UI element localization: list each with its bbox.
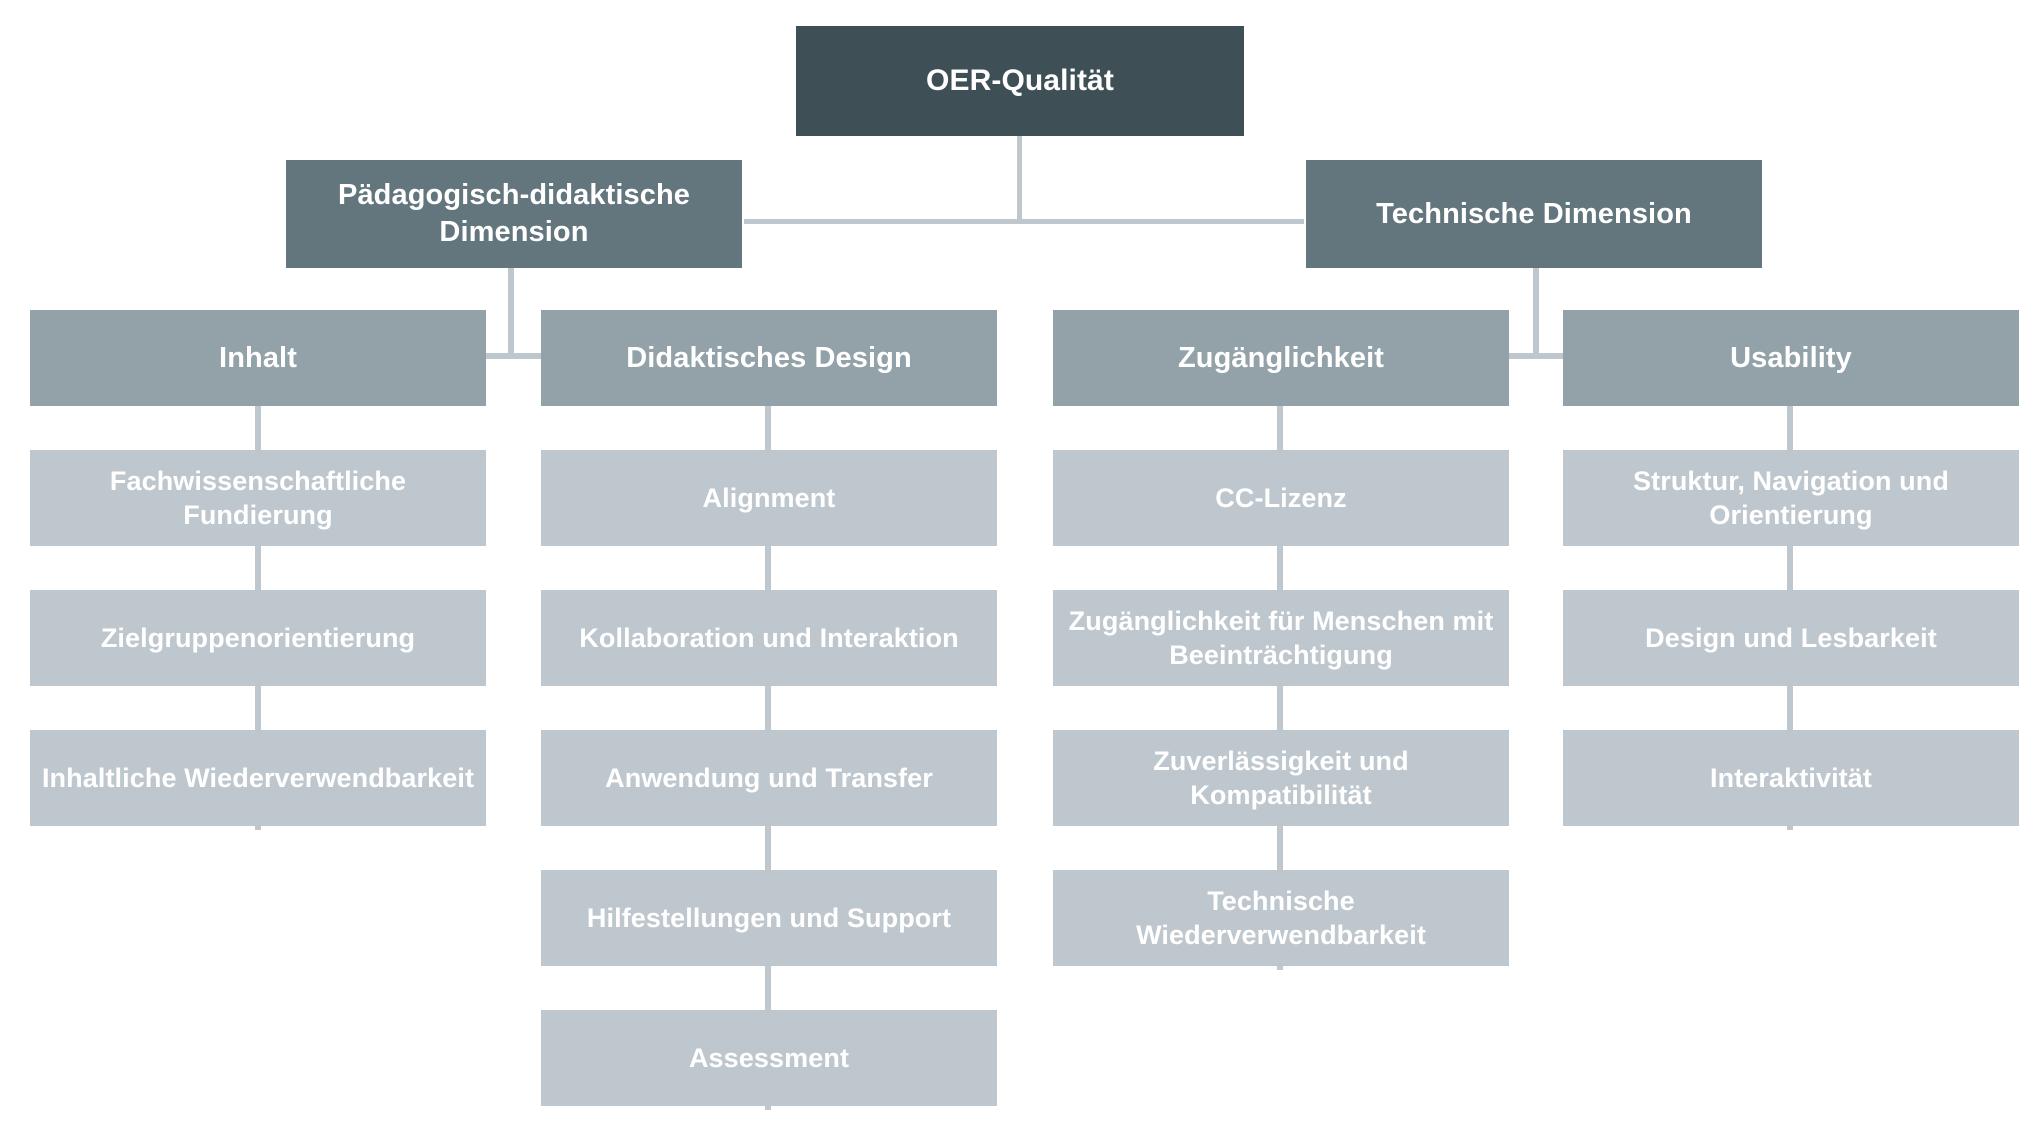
node-technische-dimension[interactable]: Technische Dimension [1306,160,1762,268]
node-label: Zugänglichkeit [1177,341,1385,374]
node-anwendung-und-transfer[interactable]: Anwendung und Transfer [541,730,997,826]
node-label: CC-Lizenz [1215,482,1347,513]
connector-cat-bar-left [258,353,770,359]
node-label: Struktur, Navigation und Orientierung [1633,465,1949,530]
connector-dimensions-bar [744,219,1304,224]
node-label: Design und Lesbarkeit [1645,622,1937,653]
node-zugaenglichkeit[interactable]: Zugänglichkeit [1053,310,1509,406]
node-fachwissenschaftliche-fundierung[interactable]: Fachwissenschaftliche Fundierung [30,450,486,546]
node-cc-lizenz[interactable]: CC-Lizenz [1053,450,1509,546]
node-hilfestellungen-und-support[interactable]: Hilfestellungen und Support [541,870,997,966]
node-label: Assessment [688,1042,850,1073]
node-label: Kollaboration und Interaktion [579,622,959,653]
node-design-und-lesbarkeit[interactable]: Design und Lesbarkeit [1563,590,2019,686]
node-label: Technische Wiederverwendbarkeit [1136,885,1426,950]
node-label: Hilfestellungen und Support [586,902,952,933]
node-label: Fachwissenschaftliche Fundierung [109,465,407,530]
node-label: Pädagogisch-didaktische Dimension [338,179,690,248]
node-kollaboration-und-interaktion[interactable]: Kollaboration und Interaktion [541,590,997,686]
node-inhaltliche-wiederverwendbarkeit[interactable]: Inhaltliche Wiederverwendbarkeit [30,730,486,826]
node-alignment[interactable]: Alignment [541,450,997,546]
node-inhalt[interactable]: Inhalt [30,310,486,406]
node-didaktisches-design[interactable]: Didaktisches Design [541,310,997,406]
node-zugaenglichkeit-fuer-menschen-mit-beeintraechtigung[interactable]: Zugänglichkeit für Menschen mit Beeinträ… [1053,590,1509,686]
node-oer-qualitaet[interactable]: OER-Qualität [796,26,1244,136]
connector-root-stem [1017,136,1022,222]
node-zuverlaessigkeit-und-kompatibilitaet[interactable]: Zuverlässigkeit und Kompatibilität [1053,730,1509,826]
node-paedagogisch-didaktische-dimension[interactable]: Pädagogisch-didaktische Dimension [286,160,742,268]
node-label: Inhaltliche Wiederverwendbarkeit [41,762,475,793]
node-label: Anwendung und Transfer [605,762,933,793]
node-label: Didaktisches Design [626,341,912,374]
node-zielgruppenorientierung[interactable]: Zielgruppenorientierung [30,590,486,686]
node-label: Zuverlässigkeit und Kompatibilität [1153,745,1409,810]
node-label: Interaktivität [1710,762,1872,793]
node-label: Alignment [702,482,836,513]
connector-dim-right-stem [1533,268,1539,357]
node-usability[interactable]: Usability [1563,310,2019,406]
node-label: OER-Qualität [926,64,1114,98]
node-interaktivitaet[interactable]: Interaktivität [1563,730,2019,826]
connector-cat-bar-right [1283,353,1795,359]
node-label: Usability [1730,341,1852,374]
node-struktur-navigation-und-orientierung[interactable]: Struktur, Navigation und Orientierung [1563,450,2019,546]
node-assessment[interactable]: Assessment [541,1010,997,1106]
node-label: Technische Dimension [1376,197,1692,230]
node-label: Inhalt [219,341,297,374]
node-label: Zugänglichkeit für Menschen mit Beeinträ… [1068,605,1494,670]
node-label: Zielgruppenorientierung [100,622,416,653]
connector-dim-left-stem [508,268,514,357]
node-technische-wiederverwendbarkeit[interactable]: Technische Wiederverwendbarkeit [1053,870,1509,966]
